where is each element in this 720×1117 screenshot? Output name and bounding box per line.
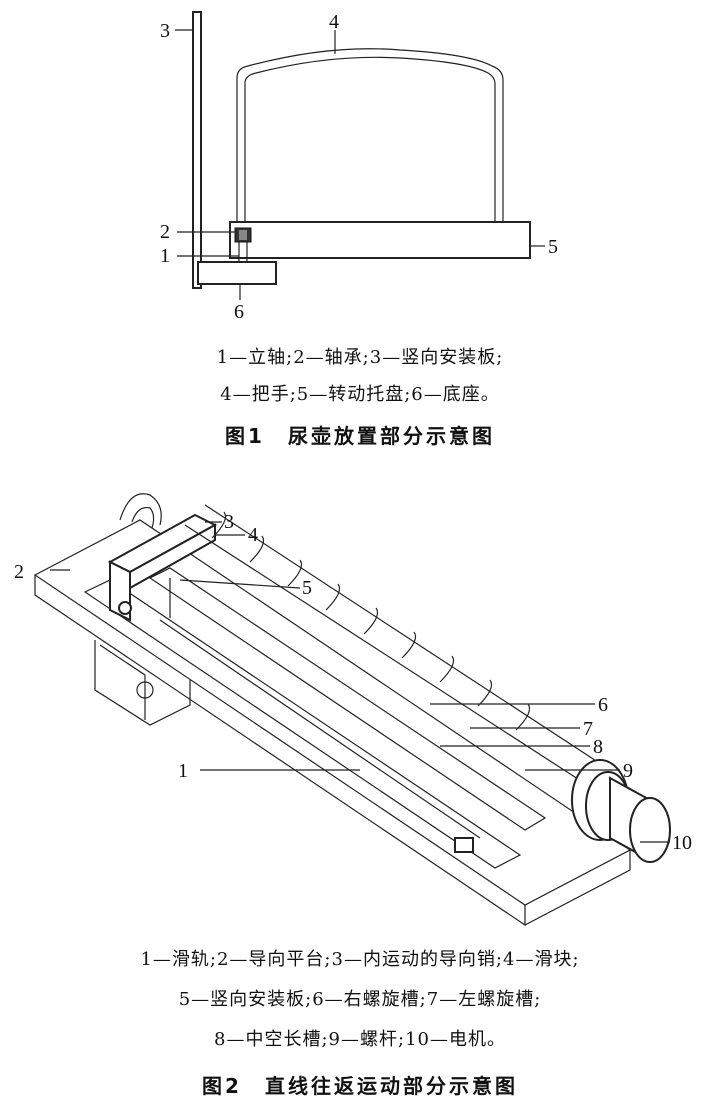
fig2-legend-line1: 1—滑轨;2—导向平台;3—内运动的导向销;4—滑块; bbox=[140, 949, 580, 970]
fig1-label-6: 6 bbox=[234, 301, 244, 323]
slider-block bbox=[107, 513, 218, 574]
guide-platform bbox=[33, 519, 632, 906]
fig1-title: 图1 尿壶放置部分示意图 bbox=[225, 424, 495, 448]
fig2-label-8: 8 bbox=[593, 736, 603, 758]
base bbox=[197, 261, 277, 285]
fig2-legend-line2: 5—竖向安装板;6—右螺旋槽;7—左螺旋槽; bbox=[178, 989, 542, 1010]
fig1-legend-line1: 1—立轴;2—轴承;3—竖向安装板; bbox=[216, 347, 504, 368]
fig2-label-3: 3 bbox=[224, 511, 234, 533]
fig1-legend-line2: 4—把手;5—转动托盘;6—底座。 bbox=[220, 384, 500, 405]
fig2-label-1: 1 bbox=[178, 760, 188, 782]
motor-flange bbox=[571, 759, 629, 841]
fig1-label-4: 4 bbox=[329, 11, 339, 33]
fig2-label-9: 9 bbox=[623, 760, 633, 782]
fig1-label-5: 5 bbox=[548, 236, 558, 258]
fig2-label-10: 10 bbox=[672, 832, 692, 854]
fig2-label-7: 7 bbox=[583, 718, 593, 740]
fig2-label-2: 2 bbox=[14, 561, 24, 583]
vertical-mounting-plate bbox=[192, 11, 202, 289]
rotating-tray bbox=[229, 221, 531, 259]
fig1-label-3: 3 bbox=[160, 20, 170, 42]
fig2-legend-line3: 8—中空长槽;9—螺杆;10—电机。 bbox=[214, 1029, 506, 1050]
fig1-label-1: 1 bbox=[160, 245, 170, 267]
fig2-label-4: 4 bbox=[248, 524, 258, 546]
screw-rod bbox=[184, 504, 611, 791]
fig1-label-2: 2 bbox=[160, 221, 170, 243]
fig2-label-6: 6 bbox=[598, 694, 608, 716]
handle bbox=[236, 48, 504, 222]
helical-grooves bbox=[211, 511, 531, 731]
fig2-label-5: 5 bbox=[302, 577, 312, 599]
motor bbox=[609, 776, 651, 862]
figure1-diagram: 3 4 2 1 5 6 bbox=[160, 11, 558, 323]
slide-rail bbox=[83, 579, 522, 869]
fig2-title: 图2 直线往返运动部分示意图 bbox=[202, 1074, 518, 1098]
